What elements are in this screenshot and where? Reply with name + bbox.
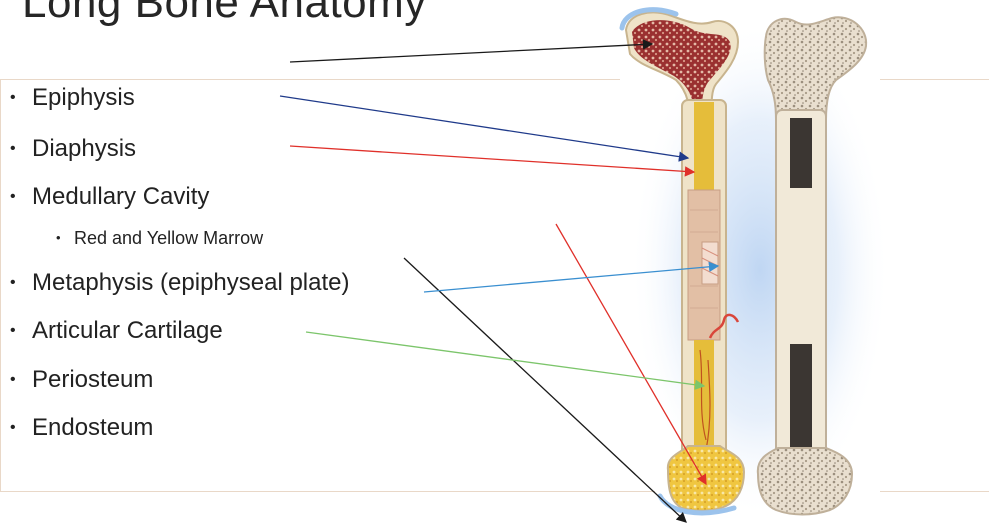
cutaway-cavity-lower: [790, 344, 812, 454]
epiphyseal-plate: [702, 242, 718, 284]
medullary-cavity-lower: [694, 340, 714, 460]
distal-epiphysis: [668, 446, 744, 511]
cutaway-cavity-upper: [790, 118, 812, 188]
cutaway-distal-head: [758, 448, 852, 515]
arrow-title-to-epiphysis: [290, 44, 652, 62]
medullary-cavity-upper: [694, 102, 714, 192]
